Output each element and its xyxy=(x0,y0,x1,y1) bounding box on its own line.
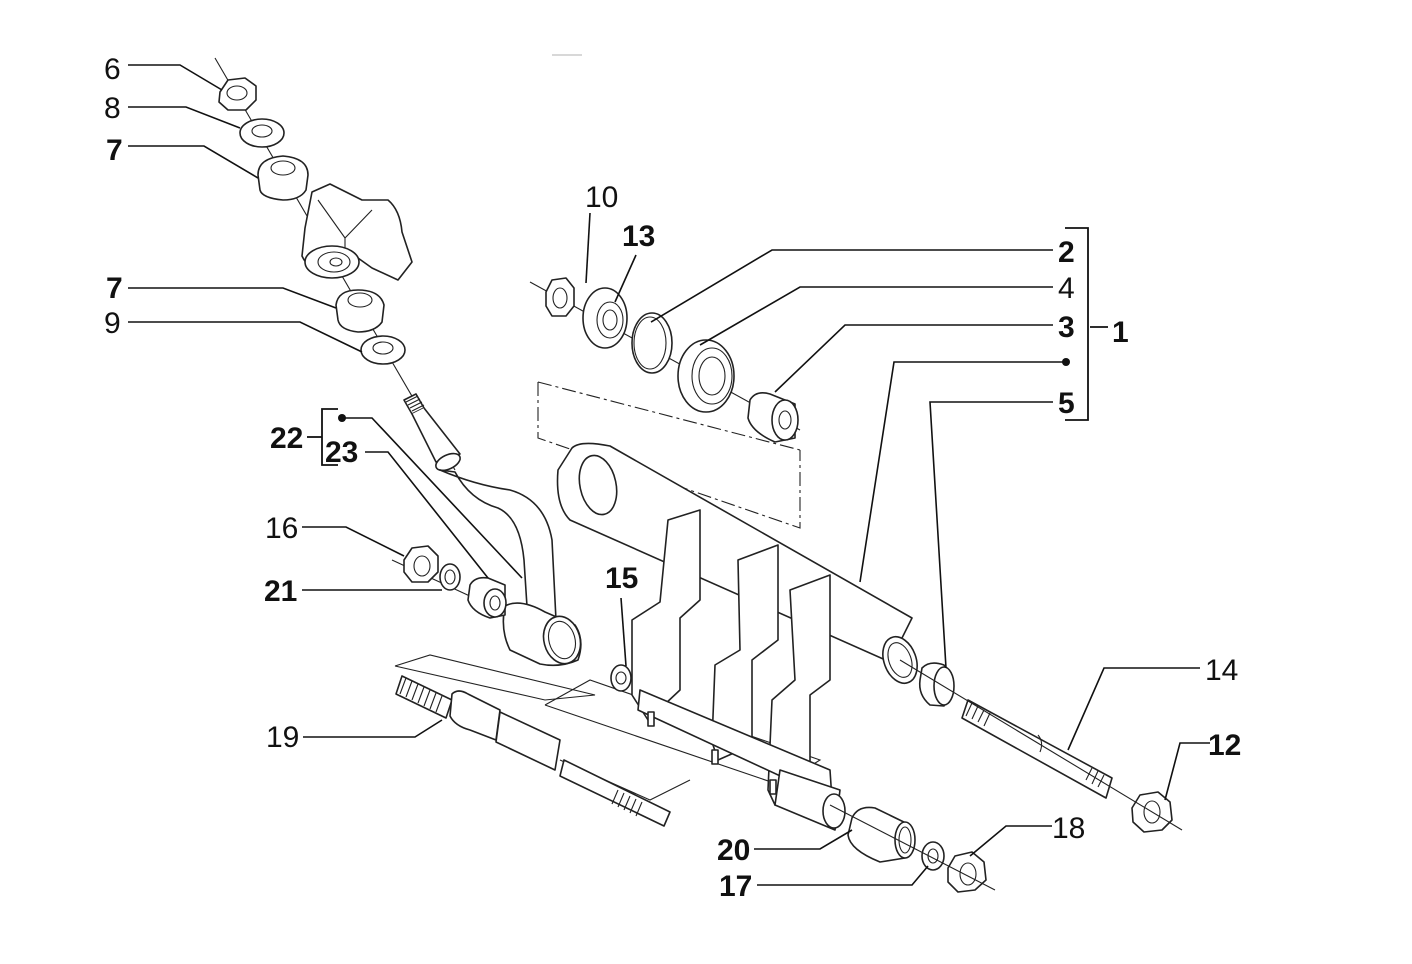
leader-20 xyxy=(754,829,853,850)
group-dot-22 xyxy=(338,414,346,422)
leader-9 xyxy=(128,321,363,353)
part-nut-6 xyxy=(218,77,257,111)
leader-14 xyxy=(1067,667,1200,751)
part-washer-17 xyxy=(921,841,945,871)
part-spacer-5 xyxy=(918,662,955,707)
leader-shaft-dot xyxy=(859,361,1065,583)
part-mount-bracket xyxy=(301,183,413,281)
callout-4: 4 xyxy=(1058,272,1075,305)
callout-5: 5 xyxy=(1058,387,1075,420)
callout-6: 6 xyxy=(104,53,121,86)
callout-2: 2 xyxy=(1058,236,1075,269)
callout-9: 9 xyxy=(104,307,121,340)
leader-8 xyxy=(128,106,241,129)
callout-3: 3 xyxy=(1058,311,1075,344)
group-dot-1 xyxy=(1062,358,1070,366)
leader-17 xyxy=(757,865,929,886)
part-washer-9 xyxy=(360,335,406,365)
callout-10: 10 xyxy=(585,181,618,214)
part-bushing-23 xyxy=(467,576,507,619)
callout-22: 22 xyxy=(270,422,303,455)
leader-10 xyxy=(585,212,591,284)
callout-8: 8 xyxy=(104,92,121,125)
leader-7b xyxy=(128,287,337,309)
upper-left-stack xyxy=(214,57,456,471)
leader-22-dot xyxy=(344,417,523,579)
part-bushing-7-lower xyxy=(335,289,385,333)
callout-12: 12 xyxy=(1208,729,1241,762)
leader-19 xyxy=(303,719,443,738)
part-bushing-3 xyxy=(747,392,799,443)
leader-13 xyxy=(614,254,637,303)
part-bolt-14 xyxy=(961,699,1113,799)
callout-14: 14 xyxy=(1205,654,1238,687)
callout-19: 19 xyxy=(266,721,299,754)
part-nut-16 xyxy=(403,545,439,583)
callout-21: 21 xyxy=(264,575,297,608)
part-bolt-19 xyxy=(395,675,671,827)
callout-7-top: 7 xyxy=(106,134,123,167)
leader-6 xyxy=(128,64,223,91)
leader-12 xyxy=(1164,742,1210,801)
left-fastener-stack xyxy=(391,545,507,619)
callout-18: 18 xyxy=(1052,812,1085,845)
part-bearing-4 xyxy=(677,339,735,413)
callout-labels: 6 8 7 7 9 22 23 16 21 19 10 13 2 4 3 1 5… xyxy=(104,53,1241,903)
part-washer-8 xyxy=(239,118,285,148)
part-bushing-7-top xyxy=(257,155,309,201)
leader-2 xyxy=(650,249,1053,323)
part-lower-tube xyxy=(774,769,846,831)
callout-15: 15 xyxy=(605,562,638,595)
part-snap-ring-2 xyxy=(631,312,673,374)
leader-3 xyxy=(774,324,1053,393)
leader-16 xyxy=(302,526,405,557)
leader-18 xyxy=(969,825,1052,857)
part-nut-18 xyxy=(947,851,987,893)
callout-17: 17 xyxy=(719,870,752,903)
leader-lines xyxy=(128,64,1210,886)
callout-23: 23 xyxy=(325,436,358,469)
lower-axis xyxy=(829,804,996,891)
callout-13: 13 xyxy=(622,220,655,253)
outline-box-lower-left xyxy=(394,654,596,701)
leader-23 xyxy=(365,451,489,579)
part-bent-lever xyxy=(403,393,582,667)
leader-15 xyxy=(620,597,627,667)
leader-7a xyxy=(128,145,259,179)
group-bracket-1 xyxy=(1065,227,1089,421)
leader-5 xyxy=(929,401,1053,669)
dashed-box-upper-top xyxy=(537,381,801,451)
part-washer-15 xyxy=(610,664,632,692)
part-washer-21 xyxy=(439,563,461,591)
part-bushing-20 xyxy=(847,806,916,863)
part-nut-10 xyxy=(545,277,575,317)
callout-1: 1 xyxy=(1112,316,1129,349)
right-axis xyxy=(899,659,1183,831)
callout-20: 20 xyxy=(717,834,750,867)
leader-4 xyxy=(699,286,1053,346)
part-seal-13 xyxy=(582,287,628,349)
callout-7-lower: 7 xyxy=(106,272,123,305)
callout-16: 16 xyxy=(265,512,298,545)
outline-box-lower-mid xyxy=(544,679,822,786)
